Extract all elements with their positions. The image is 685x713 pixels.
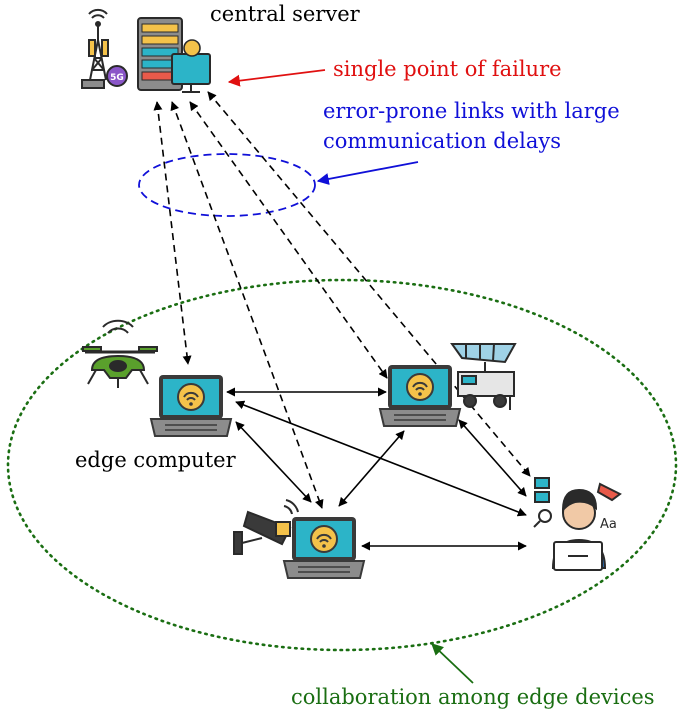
failure-arrow	[227, 69, 326, 87]
server-links	[153, 91, 531, 509]
laptop-icon-edge	[150, 374, 232, 437]
laptop-icon-satellite	[379, 364, 461, 427]
links-arrow	[316, 161, 419, 185]
device-links	[226, 387, 527, 551]
laptop-icon-camera	[283, 516, 365, 579]
collaboration-label: collaboration among edge devices	[291, 685, 655, 709]
link-edge-camera	[235, 421, 312, 503]
edge-computer-label: edge computer	[75, 448, 237, 472]
error-links-ellipse	[138, 153, 316, 217]
single-point-of-failure-label: single point of failure	[333, 57, 562, 81]
central-server-label: central server	[210, 2, 361, 26]
server-icon	[137, 17, 211, 93]
user-icon	[533, 477, 622, 571]
error-links-label-line1: error-prone links with large	[323, 99, 620, 123]
link-satellite-user	[458, 419, 527, 497]
satellite-vehicle-icon	[450, 343, 517, 410]
camera-icon	[233, 499, 299, 555]
five-g-label: 5G	[110, 73, 124, 83]
link-satellite-camera	[338, 430, 405, 507]
error-links-label-line2: communication delays	[323, 129, 561, 153]
collaboration-arrow	[431, 643, 474, 684]
cell-tower-icon	[81, 8, 128, 89]
font-style-label: Aa	[600, 517, 617, 532]
dashed-link-edge-laptop	[153, 101, 192, 365]
drone-icon	[82, 319, 158, 388]
